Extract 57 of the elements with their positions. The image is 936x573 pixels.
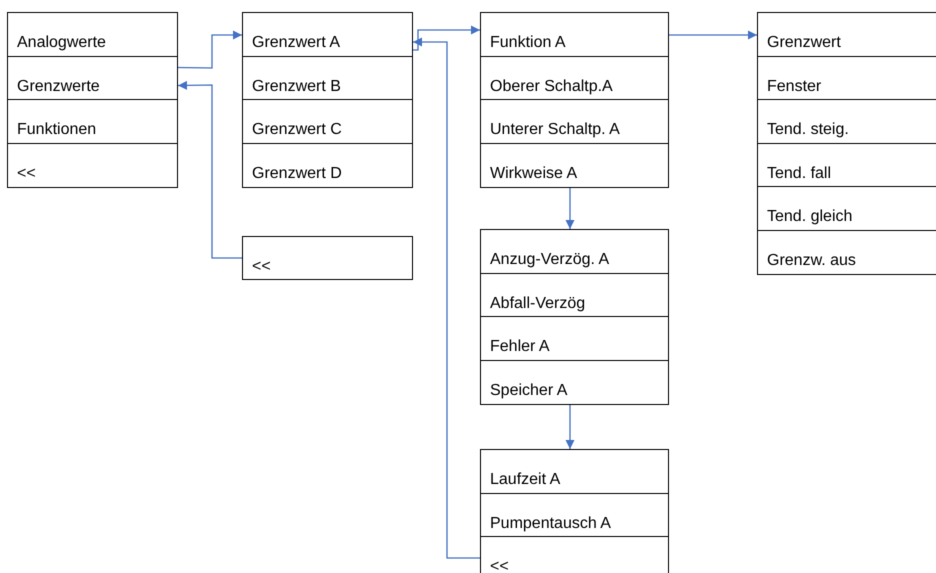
arrow	[566, 404, 574, 449]
menu-item-cell	[242, 12, 413, 57]
menu-item-label: Funktion A	[490, 33, 566, 53]
menu-item-cell	[480, 12, 669, 57]
menu-item-label: Grenzwerte	[17, 76, 100, 96]
arrow	[178, 30, 242, 69]
menu-item-label: <<	[490, 557, 509, 573]
menu-item-label: Grenzwert	[767, 33, 841, 53]
menu-item-label: Analogwerte	[17, 33, 106, 53]
menu-item-label: Grenzwert C	[252, 120, 342, 140]
menu-item-cell	[7, 99, 178, 144]
arrow	[178, 80, 242, 259]
menu-item-label: Fenster	[767, 76, 822, 97]
menu-item-cell	[757, 186, 936, 232]
menu-item-label: Oberer Schaltp.A	[490, 76, 613, 96]
menu-item-cell	[7, 56, 178, 100]
menu-item-label: Grenzwert B	[252, 76, 341, 96]
menu-item-cell	[480, 99, 669, 144]
menu-item-label: Unterer Schaltp. A	[490, 120, 620, 140]
menu-item-label: Tend. gleich	[767, 207, 852, 228]
arrow	[413, 38, 480, 559]
arrow	[413, 26, 480, 51]
menu-item-label: <<	[252, 257, 271, 277]
arrow	[566, 188, 574, 229]
menu-item-label: Grenzwert D	[252, 164, 342, 184]
menu-item-cell	[480, 142, 669, 188]
menu-item-cell	[242, 56, 413, 100]
menu-item-cell	[480, 229, 669, 274]
menu-item-label: Fehler A	[490, 337, 550, 357]
menu-item-label: Laufzeit A	[490, 470, 560, 490]
menu-item-cell	[480, 272, 669, 318]
menu-item-label: Pumpentausch A	[490, 514, 611, 534]
menu-item-cell	[242, 236, 413, 280]
menu-item-cell	[757, 230, 936, 276]
menu-item-cell	[757, 12, 936, 58]
menu-item-label: Abfall-Verzög	[490, 294, 586, 314]
menu-item-cell	[242, 142, 413, 188]
menu-item-cell	[757, 99, 936, 144]
menu-item-label: Wirkweise A	[490, 164, 578, 184]
menu-item-label: Speicher A	[490, 380, 568, 400]
menu-item-label: Grenzwert A	[252, 33, 340, 53]
menu-item-label: <<	[17, 164, 36, 184]
menu-item-cell	[480, 316, 669, 361]
menu-item-cell	[7, 142, 178, 188]
menu-item-cell	[480, 449, 669, 494]
menu-item-label: Anzug-Verzög. A	[490, 250, 610, 270]
menu-item-cell	[242, 99, 413, 144]
menu-item-cell	[480, 56, 669, 100]
menu-item-cell	[7, 12, 178, 57]
arrow	[669, 30, 757, 40]
menu-item-label: Tend. fall	[767, 164, 832, 184]
menu-item-cell	[480, 536, 669, 573]
menu-item-label: Funktionen	[17, 120, 96, 140]
menu-item-cell	[480, 360, 669, 404]
menu-item-label: Grenzw. aus	[767, 251, 856, 271]
menu-item-cell	[480, 492, 669, 538]
menu-item-label: Tend. steig.	[767, 120, 849, 140]
